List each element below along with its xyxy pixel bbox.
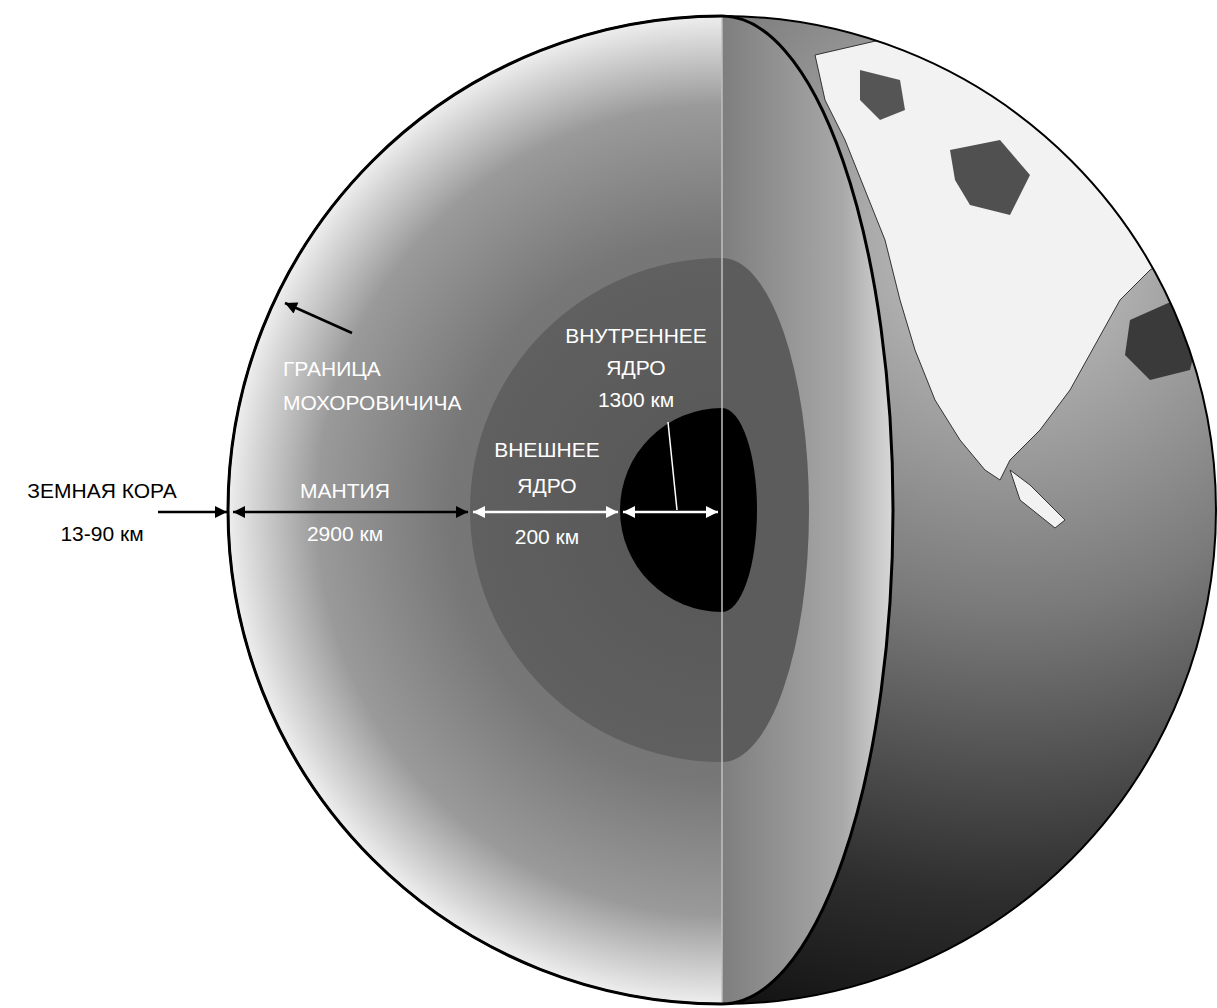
outer-core-arrow [473,511,618,514]
crust-arrow [158,511,227,514]
dimension: 200 км [515,524,580,550]
dimension: 2900 км [307,521,383,547]
inner-core-section [620,408,722,612]
layer-name: ВНЕШНЕЕ ЯДРО [482,432,612,504]
cut-line [721,16,723,1004]
moho-pointer [285,303,352,333]
outer-core-side [722,258,809,762]
globe-outline [228,16,1216,1004]
globe-surface [228,16,1216,1004]
island [905,20,960,45]
island [1125,300,1200,380]
inner-core-side [722,408,757,612]
island [1120,110,1170,150]
cut-face-side [722,16,893,1004]
inner-core-arrow [623,511,718,514]
mantle-section [228,16,722,1004]
leader-line [668,422,677,510]
peninsula [1010,470,1065,528]
dimension: 13-90 км [60,521,143,547]
crust-outline [228,16,722,1004]
layer-name: МАНТИЯ [300,478,390,504]
dimension: 1300 км [598,387,674,413]
lake [860,70,905,120]
cut-edge [722,16,893,1004]
bay [950,140,1030,215]
boundary-name: ГРАНИЦА МОХОРОВИЧИЧА [283,352,498,420]
mantle-arrow [233,511,468,514]
layer-name: ВНУТРЕННЕЕ ЯДРО [546,320,726,384]
layer-name: ЗЕМНАЯ КОРА [27,478,176,504]
